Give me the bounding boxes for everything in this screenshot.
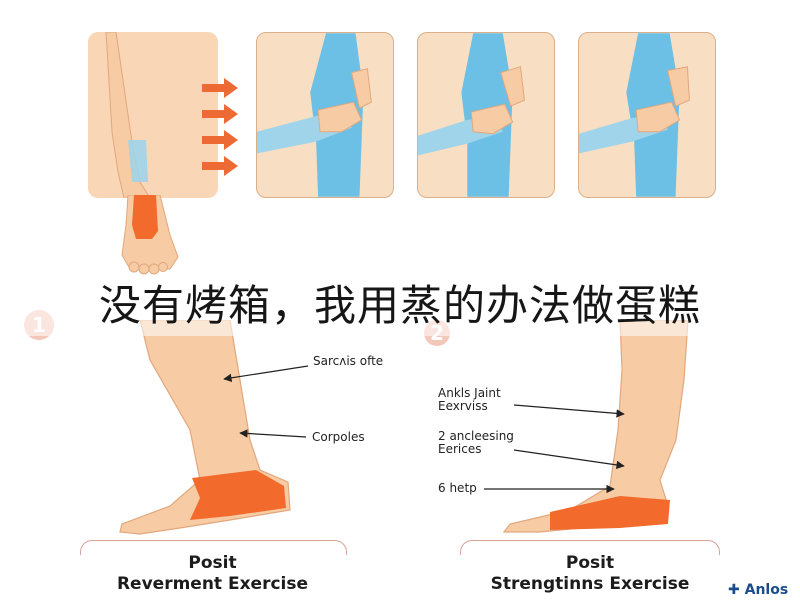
leg-illustration-left <box>119 320 291 535</box>
corner-label: ✚ Anlos <box>728 582 788 598</box>
annotation-label: 6 hetp <box>438 481 477 495</box>
caption-left: Posit Reverment Exercise <box>80 553 345 595</box>
right-arrow-icon <box>202 78 238 176</box>
annotation-label: Sarcʌis ofte <box>313 354 384 368</box>
annotation-label: Ankls Jaint Eexrviss <box>438 386 501 413</box>
annotation-label: Corpoles <box>312 430 365 444</box>
leg-illustration-right <box>502 320 689 533</box>
stretch-panel-1 <box>256 32 394 198</box>
foot-tape-panel <box>88 32 218 198</box>
lower-leg-illustration <box>105 32 151 198</box>
arrow-up-icon: ✚ <box>728 582 740 598</box>
caption-line: Posit <box>565 553 615 573</box>
corner-label-text: Anlos <box>744 582 789 598</box>
caption-right: Posit Strengtinns Exercise <box>455 553 725 595</box>
caption-line: Posit <box>188 553 237 573</box>
stretch-illustration <box>418 33 525 197</box>
caption-line: Reverment Exercise <box>116 574 309 594</box>
stretch-panel-3 <box>578 32 716 198</box>
foot-illustration <box>121 195 179 275</box>
stretch-panel-2 <box>417 32 555 198</box>
overlay-title: 没有烤箱，我用蒸的办法做蛋糕 <box>0 276 800 336</box>
stretch-illustration <box>257 33 372 197</box>
caption-line: Strengtinns Exercise <box>490 574 690 594</box>
annotation-label: 2 ancleesing Eerices <box>438 429 514 456</box>
stretch-illustration <box>579 33 690 197</box>
